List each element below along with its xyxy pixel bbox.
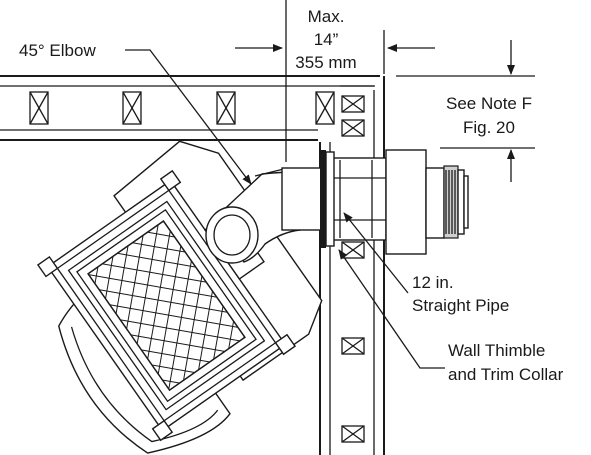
exterior-wall	[319, 76, 385, 455]
thimble-callout: Wall Thimble and Trim Collar	[338, 249, 564, 384]
note-label-line2: Fig. 20	[463, 118, 515, 137]
ceiling-blocking	[29, 91, 335, 125]
elbow-label: 45° Elbow	[19, 41, 96, 60]
vent-cap	[385, 149, 469, 255]
note-f-dimension: See Note F Fig. 20	[396, 40, 535, 182]
straight-pipe	[281, 157, 387, 241]
max-label-line2: 14”	[314, 30, 339, 49]
ceiling-joist	[0, 75, 380, 141]
pipe-label-line1: 12 in.	[412, 273, 454, 292]
wall-blocking	[341, 241, 365, 443]
max-label-line3: 355 mm	[295, 53, 356, 72]
max-label-line1: Max.	[308, 7, 345, 26]
cap-louvers	[445, 170, 456, 234]
elbow-callout: 45° Elbow	[19, 41, 252, 185]
pipe-callout: 12 in. Straight Pipe	[343, 212, 509, 315]
pipe-label-line2: Straight Pipe	[412, 296, 509, 315]
max-dimension: Max. 14” 355 mm	[235, 0, 435, 162]
wall-thimble	[320, 150, 335, 248]
note-label-line1: See Note F	[446, 94, 532, 113]
thimble-label-line2: and Trim Collar	[448, 365, 564, 384]
thimble-label-line1: Wall Thimble	[448, 341, 545, 360]
stove	[36, 140, 323, 454]
